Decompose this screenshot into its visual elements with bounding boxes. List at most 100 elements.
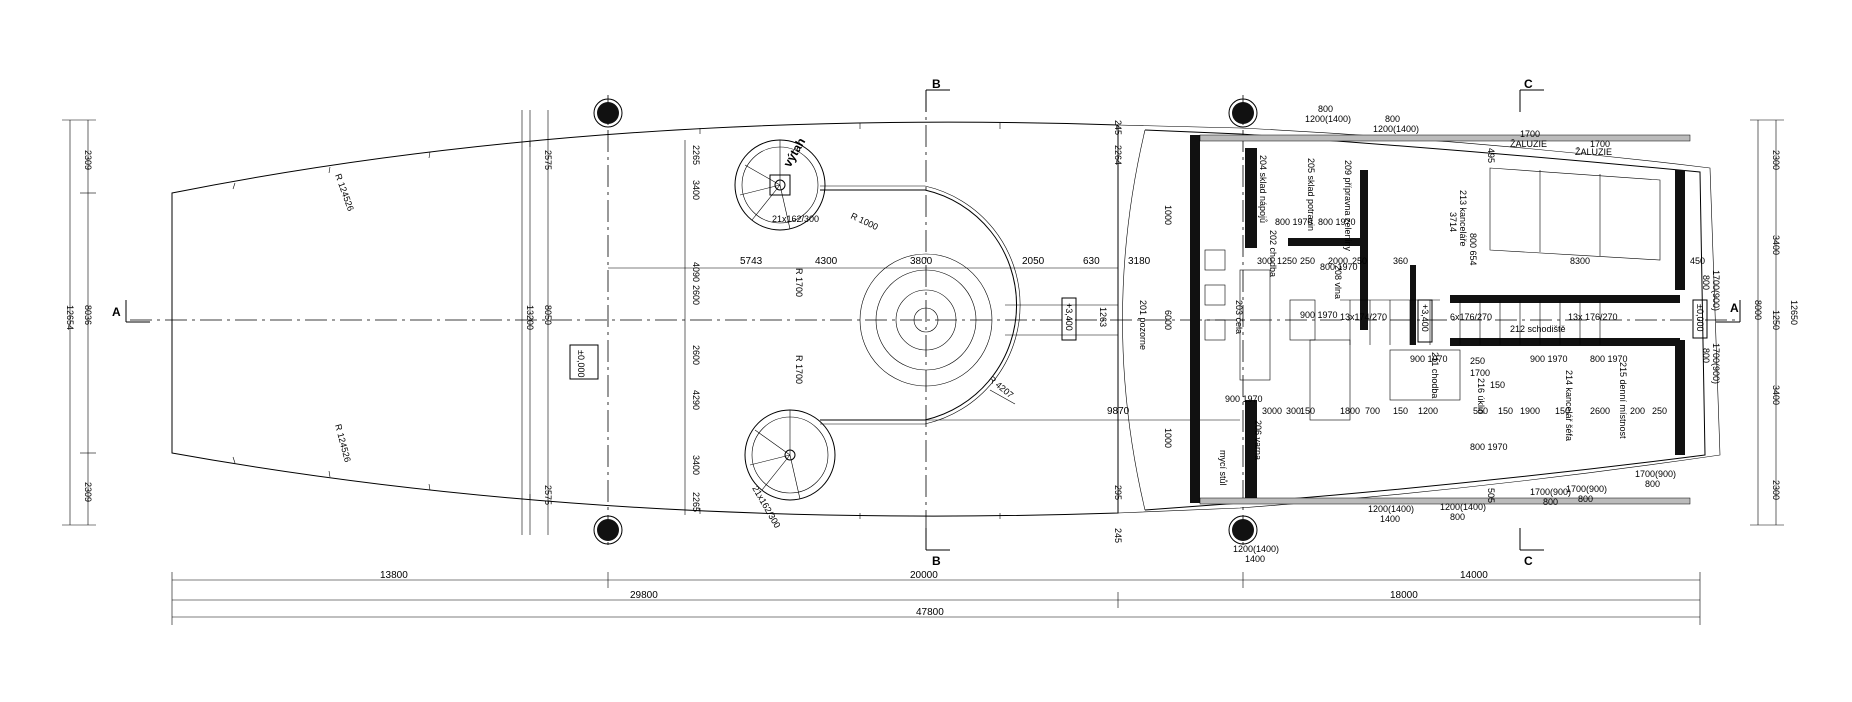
rdim-s: 2600 [1590,406,1610,416]
rdim-n: 1200 [1418,406,1438,416]
hull-ticks [232,123,1001,519]
rinner-b: 295 [1113,485,1123,500]
stair-dim-6: 4290 [691,390,701,410]
section-a-left-label: A [112,305,121,319]
rdim-j: 150 [1300,406,1315,416]
rdim-b: 1250 [1277,256,1297,266]
level-upper: +3,400 [1064,303,1074,331]
door-d7: 800 1970 [1470,442,1508,452]
mid-dim-c: 3800 [910,256,933,267]
section-b-bottom-label: B [932,554,941,568]
u-deck [820,185,1240,425]
mid-dim-a: 5743 [740,256,763,267]
section-c-top-label: C [1524,77,1533,91]
door-d3: 900 1970 [1300,310,1338,320]
rdim-w: 250 [1470,356,1485,366]
mid-dim-f: 3180 [1128,256,1151,267]
dim-20000: 20000 [910,570,938,581]
room-209: 209 přípravna zeleniny [1343,160,1353,252]
left-dim-overall: 12654 [65,305,75,330]
rinner-a: 2264 [1113,145,1123,165]
mid-dim-b: 4300 [815,256,838,267]
room-206: 206 varna [1253,420,1263,460]
win-w1b: 1200(1400) [1305,114,1351,124]
rinner-top: 245 [1113,120,1123,135]
win-b3: 800 [1543,497,1558,507]
stair-top-label: 21x162/300 [772,214,819,224]
spiral-stair-top: výtah 21x162/300 [734,135,826,231]
label-stairs-a: 13x174/270 [1340,312,1387,322]
win-b2b: 1200(1400) [1440,502,1486,512]
rdim-l: 700 [1365,406,1380,416]
mid-dim-k: 1263 [1098,307,1108,327]
rdim-o: 550 [1473,406,1488,416]
win-b3b: 1700(900) [1530,487,1571,497]
dims-stair-column: 2265 3400 4090 2600 2600 4290 3400 2265 [684,140,701,515]
left-dim-bottom: 2309 [83,482,93,502]
mid-dim-e: 630 [1083,256,1100,267]
section-a-right-label: A [1730,301,1739,315]
win-b1: 1400 [1380,514,1400,524]
label-myci-stul: mycí stůl [1218,450,1228,486]
room-208: 208 vlna [1333,265,1343,299]
win-w5: 800 [1701,275,1711,290]
stair-dim-2: 3400 [691,180,701,200]
rdim-r: 150 [1555,406,1570,416]
right-dim-overall: 12650 [1789,300,1799,325]
mid-dim-g: 9870 [1107,406,1130,417]
right-dim-c: 1250 [1771,310,1781,330]
win-b2: 800 [1450,512,1465,522]
rdim-e: 250 [1352,256,1367,266]
rdim-q: 1900 [1520,406,1540,416]
rdim-f: 360 [1393,256,1408,266]
room-216: 216 úklid [1476,378,1486,414]
rinner-c: 245 [1113,528,1123,543]
right-dim-top: 2300 [1771,150,1781,170]
rdim-d: 2000 [1328,256,1348,266]
mid-dim-d: 2050 [1022,256,1045,267]
radius-arc-top: R 1700 [794,268,804,297]
door-d1: 800 1970 [1275,217,1313,227]
win-b1b: 1200(1400) [1368,504,1414,514]
dims-middle: 5743 4300 3800 2050 630 3180 9870 1000 6… [608,205,1173,448]
spiral-stair-bottom: 21x162/300 [744,409,836,530]
section-c-bottom-label: C [1524,554,1533,568]
win-b5b: 1700(900) [1635,469,1676,479]
dims-right-inner: 245 2264 295 245 495 505 [1113,120,1496,543]
rdim-p: 150 [1498,406,1513,416]
door-marks: 800 1970 800 1970 900 1970 900 1970 800 … [1225,217,1628,452]
room-211: 211 chodba [1430,352,1440,398]
left-dim-top: 2309 [83,150,93,170]
room-214: 214 kancelář šéfa [1564,370,1574,441]
win-b4: 800 [1578,494,1593,504]
room-212: 212 schodiště [1510,324,1566,334]
rdim-h: 450 [1690,256,1705,266]
room-202: 202 chodba [1268,230,1278,277]
win-w6b: 1700(900) [1711,343,1721,384]
label-stairs-c: 13x 176/270 [1568,312,1618,322]
stair-dim-8: 2265 [691,492,701,512]
building-levels: +3,400 ±0,000 [1417,299,1708,343]
rinner-e: 505 [1486,488,1496,503]
room-204: 204 sklad nápojů [1258,155,1268,223]
door-d8: 900 1970 [1530,354,1568,364]
win-b5: 800 [1645,479,1660,489]
dims-left-inner: 2575 8050 13200 2575 ±0,000 [525,110,599,535]
level-mid: +3,400 [1420,304,1430,332]
inner-dim-top: 2575 [543,150,553,170]
level-deck: ±0,000 [576,350,586,377]
section-markers: A A B B C C [112,77,1741,568]
rdim-k: 1800 [1340,406,1360,416]
window-marks: 800 1200(1400) 800 1200(1400) 1700 1700 … [1233,104,1721,564]
radius-hull-top: R 124526 [333,172,356,212]
radius-arc-bottom: R 1700 [794,355,804,384]
right-dim-b: 8000 [1753,300,1763,320]
dims-left: 2309 8036 12654 2309 [62,119,96,526]
dim-14000: 14000 [1460,570,1488,581]
room-203: 203 čela [1234,300,1244,334]
door-d4: 900 1970 [1225,394,1263,404]
left-dim-mid: 8036 [83,305,93,325]
mid-dim-i: 6000 [1163,310,1173,330]
win-b6b: 1200(1400) [1233,544,1279,554]
